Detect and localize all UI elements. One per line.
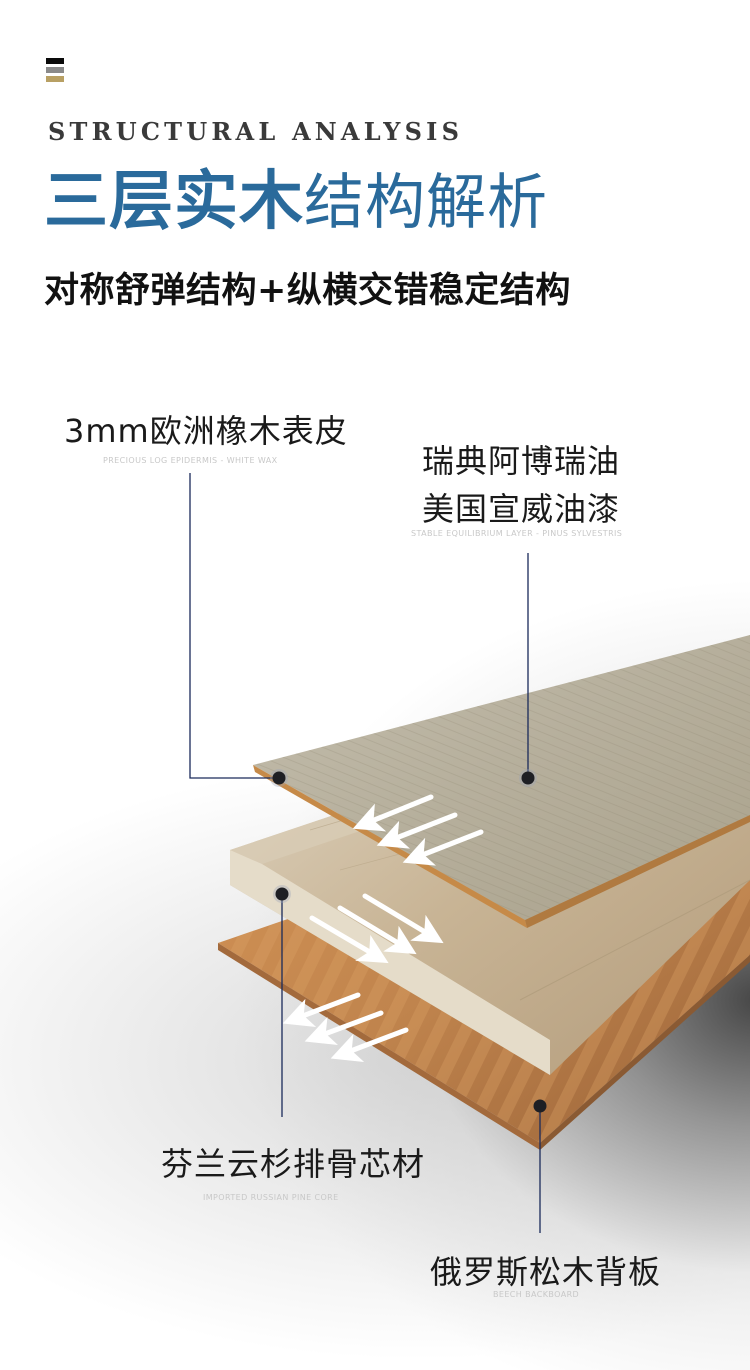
label-finish-line2: 美国宣威油漆 <box>422 490 621 528</box>
caption-top-veneer: PRECIOUS LOG EPIDERMIS - WHITE WAX <box>103 456 278 465</box>
leader-lines <box>189 473 541 1233</box>
label-core: 芬兰云杉排骨芯材 <box>161 1145 426 1183</box>
chinese-title: 三层实木结构解析 <box>44 162 548 243</box>
leader-line-top-veneer <box>189 473 278 779</box>
header-color-bars <box>46 58 64 85</box>
label-backboard: 俄罗斯松木背板 <box>430 1253 662 1291</box>
caption-backboard: BEECH BACKBOARD <box>493 1290 580 1299</box>
caption-core: IMPORTED RUSSIAN PINE CORE <box>203 1193 339 1202</box>
label-finish-line1: 瑞典阿博瑞油 <box>422 442 621 480</box>
marker-dot-backboard <box>533 1099 547 1113</box>
color-bar-black <box>46 58 64 64</box>
subtitle: 对称舒弹结构+纵横交错稳定结构 <box>44 271 571 311</box>
color-bar-gold <box>46 76 64 82</box>
marker-dots <box>270 769 547 1113</box>
english-title: STRUCTURAL ANALYSIS <box>48 117 464 146</box>
chinese-title-light: 结构解析 <box>304 168 548 238</box>
arrows-core-layer <box>309 893 444 964</box>
arrows-back-layer <box>282 992 409 1062</box>
label-top-veneer: 3mm欧洲橡木表皮 <box>64 412 348 450</box>
chinese-title-bold: 三层实木 <box>44 164 304 239</box>
arrows-top-layer <box>352 794 484 866</box>
color-bar-gray <box>46 67 64 73</box>
caption-finish: STABLE EQUILIBRIUM LAYER - PINUS SYLVEST… <box>411 529 623 538</box>
